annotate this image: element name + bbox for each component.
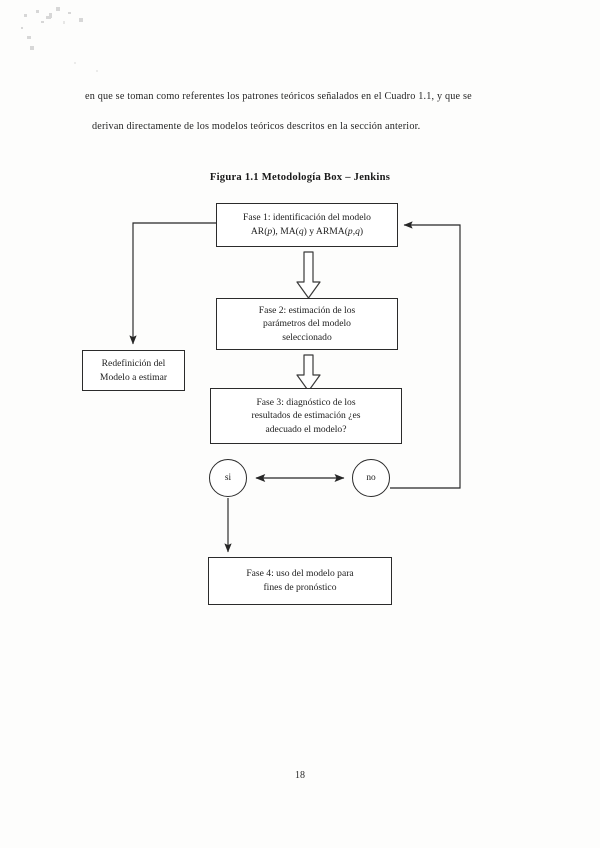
flow-box-fase-1[interactable]: Fase 1: identificación del modelo AR(p),… <box>216 203 398 247</box>
flow-box-fase-1-line-2: AR(p), MA(q) y ARMA(p,q) <box>251 225 363 239</box>
paragraph-line-2: derivan directamente de los modelos teór… <box>92 121 421 132</box>
flow-box-fase-2-line-2: parámetros del modelo <box>263 318 351 330</box>
closing-paren: ) <box>359 226 364 237</box>
param-pq: p,q <box>347 226 360 237</box>
ma-prefix: ), MA( <box>272 226 299 237</box>
block-arrow-box2-to-box3 <box>296 354 321 392</box>
param-q: q <box>298 226 304 237</box>
flow-box-fase-3-line-3: adecuado el modelo? <box>265 423 347 435</box>
flow-box-redefinicion-line-2: Modelo a estimar <box>99 371 168 383</box>
decision-node-no-label: no <box>366 473 376 483</box>
flow-box-fase-2[interactable]: Fase 2: estimación de los parámetros del… <box>216 298 398 350</box>
flow-box-fase-2-line-3: seleccionado <box>282 331 332 343</box>
decision-node-si[interactable]: si <box>209 459 247 497</box>
flow-box-fase-3-line-2: resultados de estimación ¿es <box>251 410 361 422</box>
decision-node-si-label: si <box>224 473 232 483</box>
block-arrow-box1-to-box2 <box>296 251 321 299</box>
flow-box-fase-4[interactable]: Fase 4: uso del modelo para fines de pro… <box>208 557 392 605</box>
line-box1-to-redefinicion <box>129 222 216 345</box>
flow-box-fase-3[interactable]: Fase 3: diagnóstico de los resultados de… <box>210 388 402 444</box>
decision-node-no[interactable]: no <box>352 459 390 497</box>
flow-box-fase-4-line-1: Fase 4: uso del modelo para <box>246 568 354 580</box>
page-number: 18 <box>295 770 305 781</box>
flow-box-fase-1-line-1: Fase 1: identificación del modelo <box>243 212 371 224</box>
param-p: p <box>267 226 273 237</box>
line-no-to-box1-feedback <box>390 221 461 489</box>
flow-box-fase-4-line-2: fines de pronóstico <box>263 582 337 593</box>
flow-box-fase-2-line-1: Fase 2: estimación de los <box>258 304 356 316</box>
paragraph-line-1: en que se toman como referentes los patr… <box>85 91 472 102</box>
figure-caption: Figura 1.1 Metodología Box – Jenkins <box>209 172 391 183</box>
ar-prefix: AR( <box>250 226 268 237</box>
flow-box-fase-3-line-1: Fase 3: diagnóstico de los <box>256 396 356 408</box>
flow-box-redefinicion-modelo[interactable]: Redefinición del Modelo a estimar <box>82 350 185 391</box>
arma-prefix: ) y ARMA( <box>303 226 348 237</box>
flow-box-redefinicion-line-1: Redefinición del <box>101 357 166 369</box>
